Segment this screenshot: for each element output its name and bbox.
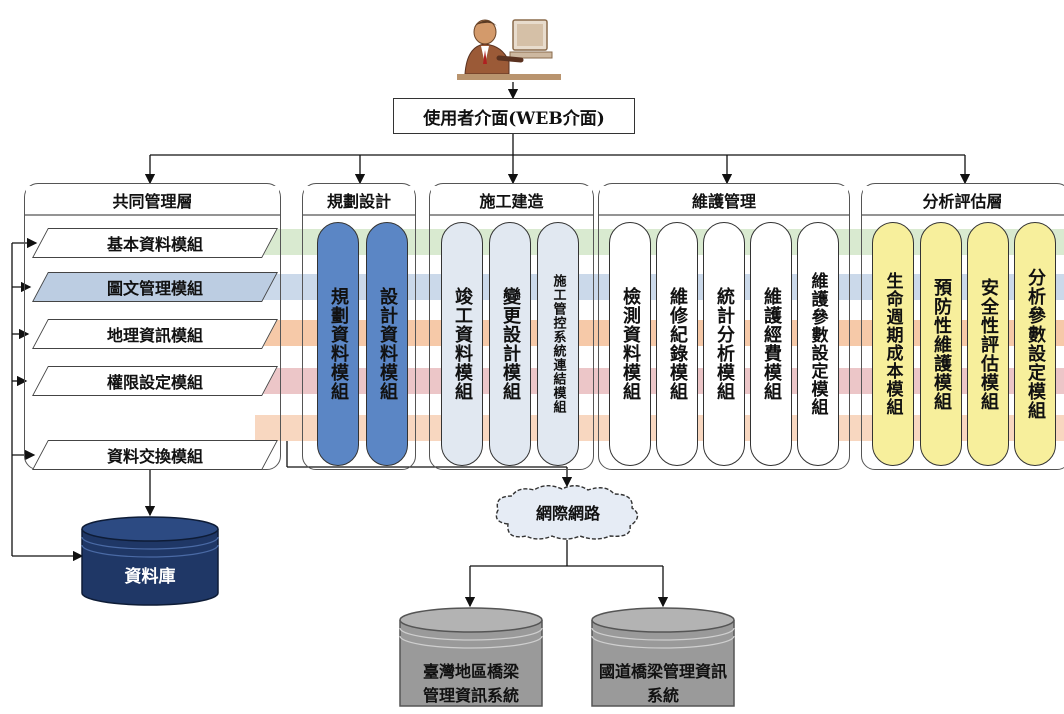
pill-statistics: 統計分析模組 [703, 222, 745, 466]
module-gis: 地理資訊模組 [32, 319, 278, 349]
database-icon [81, 516, 219, 606]
pill-design-data: 設計資料模組 [366, 222, 408, 466]
computer-user-icon [457, 19, 561, 80]
external-system-1-label: 臺灣地區橋梁管理資訊系統 [398, 660, 544, 708]
pill-planning-data: 規劃資料模組 [317, 222, 359, 466]
pill-planning-data-label: 規劃資料模組 [328, 287, 349, 401]
external-system-1-text: 臺灣地區橋梁管理資訊系統 [423, 662, 520, 705]
maintenance-layer [598, 183, 850, 470]
construction-layer-title: 施工建造 [431, 186, 592, 214]
maintenance-layer-title: 維護管理 [600, 186, 848, 214]
pill-repair-record: 維修紀錄模組 [656, 222, 698, 466]
module-basic-data: 基本資料模組 [32, 228, 278, 258]
database-icon [399, 607, 543, 707]
module-graphics-label: 圖文管理模組 [106, 279, 203, 298]
pill-life-cycle-cost-label: 生命週期成本模組 [882, 272, 903, 416]
pill-completion-data: 竣工資料模組 [441, 222, 483, 466]
common-layer-label: 共同管理層 [112, 192, 193, 211]
analysis-layer [861, 183, 1064, 470]
pill-design-change-label: 變更設計模組 [500, 287, 521, 401]
database-label: 資料庫 [124, 567, 176, 587]
pill-design-change: 變更設計模組 [489, 222, 531, 466]
web-interface-box: 使用者介面(WEB介面) [393, 98, 635, 134]
pill-maintenance-params-label: 維護參數設定模組 [807, 272, 828, 416]
pill-preventive-maintenance-label: 預防性維護模組 [931, 277, 952, 411]
pill-maintenance-cost: 維護經費模組 [750, 222, 792, 466]
database-icon [591, 607, 735, 707]
pill-maintenance-params: 維護參數設定模組 [797, 222, 839, 466]
pill-repair-record-label: 維修紀錄模組 [667, 287, 688, 401]
common-layer-title: 共同管理層 [26, 186, 279, 214]
planning-layer [302, 183, 416, 470]
analysis-layer-title: 分析評估層 [863, 186, 1062, 214]
construction-layer [429, 183, 594, 470]
external-system-2-text: 國道橋梁管理資訊系統 [598, 662, 727, 705]
pill-design-data-label: 設計資料模組 [377, 287, 398, 401]
planning-layer-label: 規劃設計 [326, 192, 391, 211]
pill-life-cycle-cost: 生命週期成本模組 [872, 222, 914, 466]
pill-construction-link: 施工管控系統連結模組 [537, 222, 579, 466]
pill-analysis-params: 分析參數設定模組 [1014, 222, 1056, 466]
construction-layer-label: 施工建造 [479, 192, 544, 211]
analysis-layer-label: 分析評估層 [922, 192, 1003, 211]
module-permission-label: 權限設定模組 [106, 373, 203, 392]
external-system-2-label: 國道橋梁管理資訊系統 [590, 660, 736, 708]
pill-maintenance-cost-label: 維護經費模組 [761, 287, 782, 401]
module-data-exchange: 資料交換模組 [32, 440, 278, 470]
module-basic-data-label: 基本資料模組 [106, 235, 203, 254]
module-graphics: 圖文管理模組 [32, 272, 278, 302]
module-permission: 權限設定模組 [32, 366, 278, 396]
pill-statistics-label: 統計分析模組 [714, 287, 735, 401]
internet-label: 網際網路 [535, 504, 600, 523]
web-interface-title: 使用者介面(WEB介面) [423, 108, 605, 129]
pill-analysis-params-label: 分析參數設定模組 [1025, 268, 1046, 420]
module-data-exchange-label: 資料交換模組 [106, 447, 203, 466]
pill-preventive-maintenance: 預防性維護模組 [920, 222, 962, 466]
pill-construction-link-label: 施工管控系統連結模組 [550, 274, 566, 414]
maintenance-layer-label: 維護管理 [691, 192, 756, 211]
layer-title-divider [24, 214, 1064, 216]
pill-inspection-data: 檢測資料模組 [609, 222, 651, 466]
pill-safety-assessment-label: 安全性評估模組 [978, 277, 999, 411]
pill-inspection-data-label: 檢測資料模組 [620, 287, 641, 401]
module-gis-label: 地理資訊模組 [106, 326, 203, 345]
pill-safety-assessment: 安全性評估模組 [967, 222, 1009, 466]
cloud-icon [495, 485, 639, 540]
planning-layer-title: 規劃設計 [304, 186, 414, 214]
pill-completion-data-label: 竣工資料模組 [452, 287, 473, 401]
